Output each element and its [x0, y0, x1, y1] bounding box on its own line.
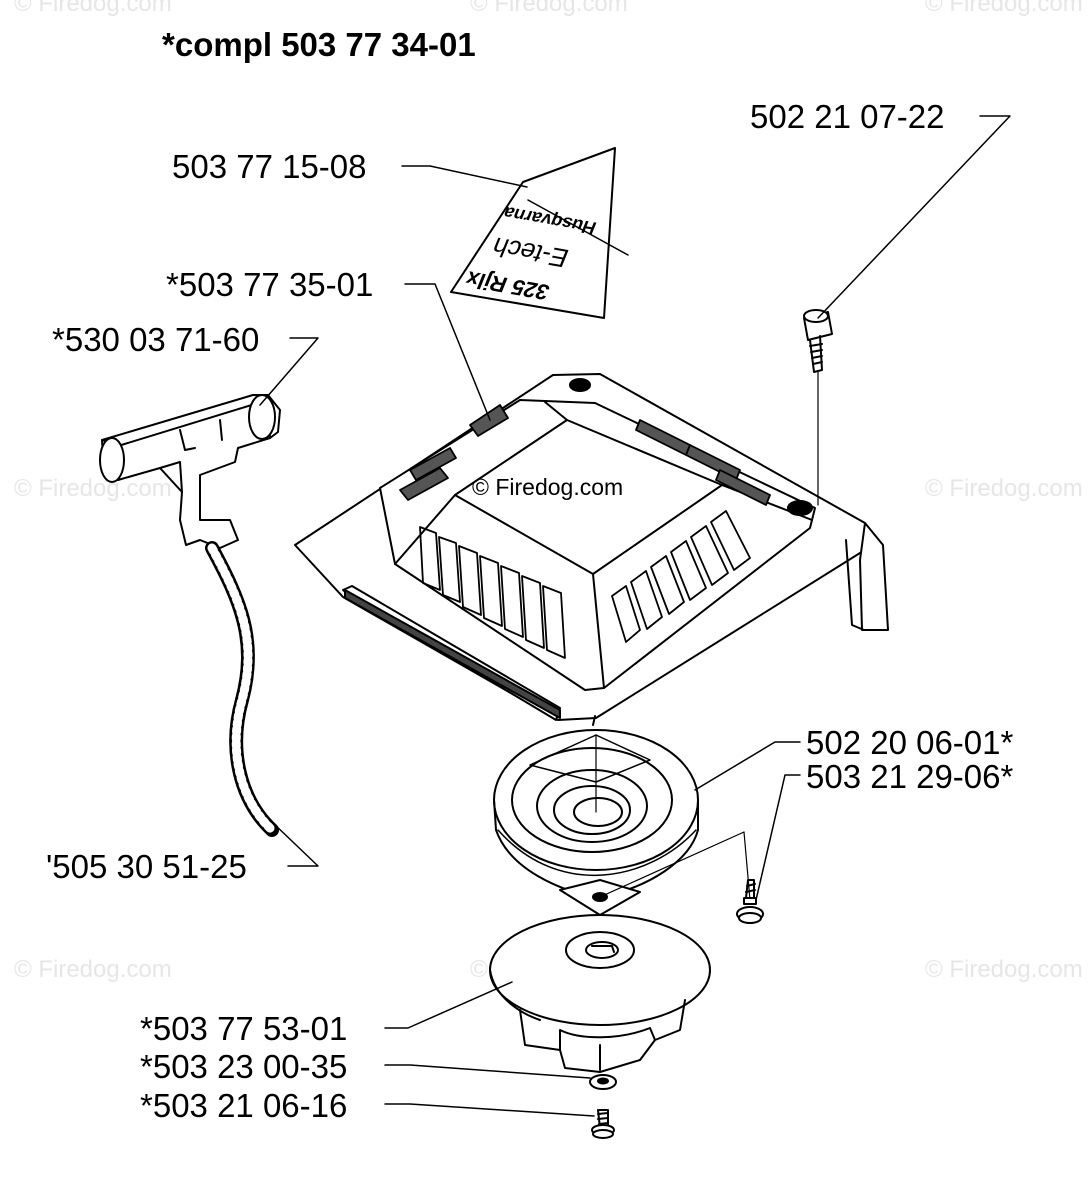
watermark: © Firedog.com — [14, 0, 172, 17]
part-number-screw-bottom: *503 21 06-16 — [140, 1087, 348, 1124]
leader-rope — [271, 821, 319, 867]
watermark: © Firedog.com — [14, 475, 172, 502]
washer-drawing — [589, 1074, 617, 1090]
spring-cassette-drawing — [493, 729, 745, 916]
leader-screw-small — [755, 774, 801, 901]
part-number-handle: *530 03 71-60 — [52, 321, 260, 358]
watermark-center: © Firedog.com — [472, 474, 624, 500]
assembly-title: *compl 503 77 34-01 — [162, 26, 476, 63]
screw-top-drawing — [803, 309, 833, 506]
leader-spring-cassette — [694, 741, 801, 791]
leader-lines — [259, 115, 1011, 1117]
watermark: © Firedog.com — [925, 956, 1083, 983]
part-number-rope: '505 30 51-25 — [46, 848, 247, 885]
screw-small-drawing — [736, 831, 764, 924]
screw-bottom-drawing — [591, 1109, 615, 1139]
leader-fan-cover — [404, 283, 491, 421]
fan-cover-drawing — [294, 373, 889, 726]
part-number-washer: *503 23 00-35 — [140, 1048, 348, 1085]
watermark: © Firedog.com — [470, 0, 628, 17]
handle-drawing — [99, 394, 281, 837]
decal-sticker: E-tech 325 Rjlx Husqvarna — [450, 147, 629, 319]
leader-washer — [384, 1064, 591, 1079]
pulley-drawing — [489, 914, 711, 1073]
part-number-screw-small: 503 21 29-06* — [806, 758, 1014, 795]
part-number-spring-cassette: 502 20 06-01* — [806, 724, 1014, 761]
leader-handle — [259, 337, 319, 406]
part-number-pulley: *503 77 53-01 — [140, 1010, 348, 1047]
leader-screw-bottom — [384, 1103, 595, 1117]
part-number-screw-top: 502 21 07-22 — [750, 98, 945, 135]
leader-screw-top — [817, 115, 1011, 319]
part-number-fan-cover: *503 77 35-01 — [166, 266, 374, 303]
watermark: © Firedog.com — [925, 475, 1083, 502]
leader-cover-label — [401, 165, 528, 188]
part-number-cover-label: 503 77 15-08 — [172, 148, 367, 185]
leader-pulley — [384, 981, 513, 1029]
watermark: © Firedog.com — [14, 956, 172, 983]
watermark: © Firedog.com — [925, 0, 1083, 17]
